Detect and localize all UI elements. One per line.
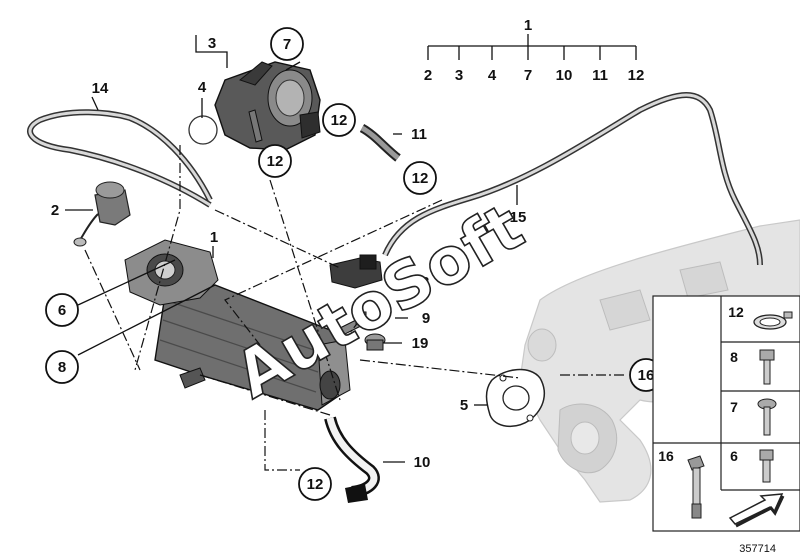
svg-text:7: 7 bbox=[730, 399, 738, 415]
svg-text:12: 12 bbox=[267, 153, 284, 170]
label-part-11: 11 bbox=[411, 126, 427, 143]
gasket-5 bbox=[485, 368, 546, 427]
label-part-15: 15 bbox=[510, 209, 527, 226]
svg-text:12: 12 bbox=[728, 304, 744, 320]
legend-cell-6: 6 bbox=[730, 448, 774, 483]
watermark: AutoSoft bbox=[222, 189, 536, 414]
part-number-labels: 1 2 3 4 5 9 10 11 13 14 15 19 bbox=[51, 35, 527, 471]
solenoid-valve-13 bbox=[329, 254, 383, 289]
vacuum-hose-14 bbox=[27, 109, 213, 208]
callout-8: 8 bbox=[45, 350, 79, 384]
egr-valve-assembly-3 bbox=[188, 61, 321, 151]
tree-child: 3 bbox=[455, 67, 463, 84]
tree-child: 10 bbox=[556, 67, 573, 84]
diagram-number: 357714 bbox=[739, 543, 776, 555]
label-part-1: 1 bbox=[210, 229, 218, 246]
hose-11 bbox=[359, 124, 401, 162]
legend-cell-8: 8 bbox=[730, 349, 775, 385]
svg-text:8: 8 bbox=[730, 349, 738, 365]
tree-child: 4 bbox=[488, 67, 497, 84]
label-part-4: 4 bbox=[198, 79, 207, 96]
label-part-19: 19 bbox=[412, 335, 429, 352]
label-part-13: 13 bbox=[413, 274, 430, 291]
svg-text:16: 16 bbox=[658, 448, 674, 464]
egr-cooler-1 bbox=[124, 239, 351, 411]
callout-12: 12 bbox=[322, 103, 356, 137]
tree-root-label: 1 bbox=[524, 17, 532, 34]
svg-text:6: 6 bbox=[730, 448, 738, 464]
label-part-2: 2 bbox=[51, 202, 59, 219]
svg-text:16: 16 bbox=[638, 367, 655, 384]
legend-cell-12: 12 bbox=[728, 304, 793, 330]
assembly-tree: 1 2 3 4 7 10 11 12 bbox=[424, 17, 645, 84]
fastener-legend-panel: 12 8 7 16 6 bbox=[652, 295, 800, 532]
tree-child: 11 bbox=[592, 67, 608, 84]
callout-7: 7 bbox=[270, 27, 304, 61]
pressure-converter-2 bbox=[73, 181, 131, 247]
callout-12: 12 bbox=[258, 144, 292, 178]
tree-child: 7 bbox=[524, 67, 532, 84]
label-part-9: 9 bbox=[422, 310, 430, 327]
label-part-10: 10 bbox=[414, 454, 431, 471]
tree-child: 2 bbox=[424, 67, 432, 84]
label-part-5: 5 bbox=[460, 397, 468, 414]
svg-text:12: 12 bbox=[331, 112, 348, 129]
svg-text:6: 6 bbox=[58, 302, 66, 319]
direction-arrow-icon bbox=[728, 493, 785, 528]
hose-10 bbox=[324, 416, 380, 503]
callout-12: 12 bbox=[298, 467, 332, 501]
svg-text:7: 7 bbox=[283, 36, 291, 53]
svg-text:12: 12 bbox=[412, 170, 429, 187]
legend-cell-7: 7 bbox=[730, 398, 777, 436]
callout-12: 12 bbox=[403, 161, 437, 195]
vacuum-hose-15 bbox=[382, 92, 763, 266]
svg-text:12: 12 bbox=[307, 476, 324, 493]
svg-text:8: 8 bbox=[58, 359, 66, 376]
plug-19 bbox=[364, 333, 386, 351]
leader-lines bbox=[65, 35, 625, 471]
tree-child: 12 bbox=[628, 67, 645, 84]
callout-6: 6 bbox=[45, 293, 79, 327]
label-part-3: 3 bbox=[208, 35, 216, 52]
svg-text:AutoSoft: AutoSoft bbox=[223, 190, 536, 413]
label-part-14: 14 bbox=[92, 80, 109, 97]
legend-cell-16: 16 bbox=[658, 448, 705, 519]
